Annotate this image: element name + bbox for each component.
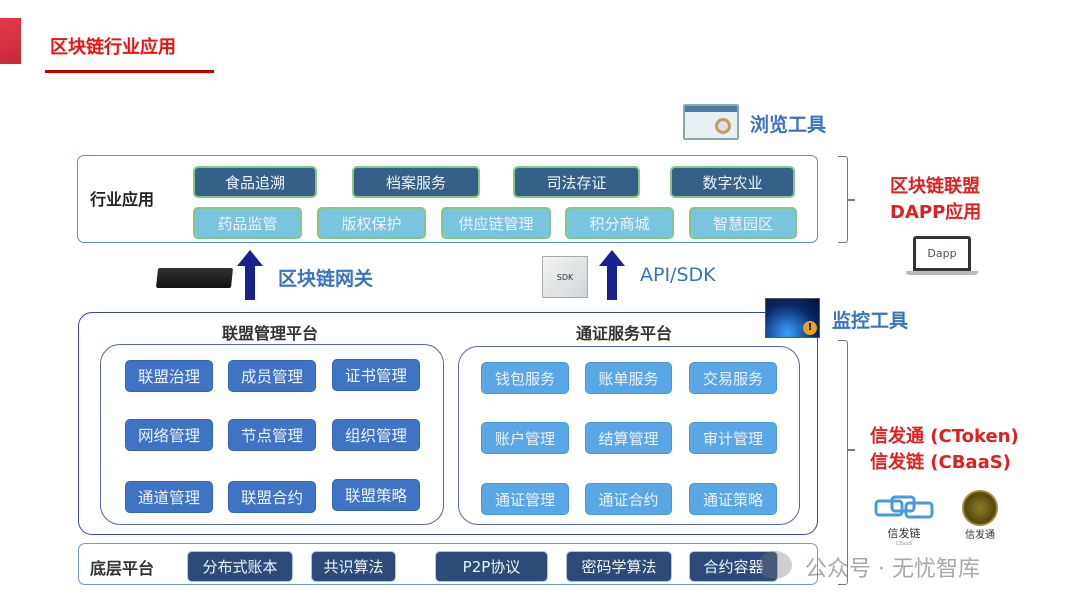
ctoken-logo: 信发通 (950, 490, 1010, 541)
bracket-tip (848, 199, 855, 201)
browser-tool-label: 浏览工具 (750, 114, 827, 136)
gateway-label: 区块链网关 (278, 268, 374, 290)
industry-application-panel (77, 155, 818, 243)
industry-item[interactable]: 食品追溯 (193, 166, 317, 198)
page-title: 区块链行业应用 (50, 37, 176, 58)
base-platform-panel (78, 543, 818, 585)
server-icon (155, 268, 234, 288)
alliance-item[interactable]: 组织管理 (332, 419, 420, 451)
industry-item[interactable]: 智慧园区 (689, 207, 797, 239)
browser-tool-icon (683, 104, 739, 140)
industry-item[interactable]: 档案服务 (352, 166, 480, 198)
base-item[interactable]: 合约容器 (689, 551, 778, 582)
industry-item[interactable]: 版权保护 (317, 207, 426, 239)
title-underline (45, 70, 214, 73)
alliance-item[interactable]: 联盟策略 (332, 479, 420, 511)
monitor-tool-icon: ! (765, 298, 820, 338)
base-item[interactable]: 密码学算法 (566, 551, 672, 582)
header-accent-bar (0, 18, 21, 64)
bracket-top (838, 156, 848, 243)
laptop-icon: Dapp (913, 236, 971, 271)
cbaas-logo: 信发链 CBaaS (873, 495, 935, 547)
laptop-base (906, 271, 978, 275)
token-item[interactable]: 钱包服务 (481, 362, 569, 394)
platform-panel (78, 312, 818, 535)
token-item[interactable]: 通证策略 (689, 483, 777, 515)
alliance-item[interactable]: 成员管理 (228, 360, 316, 392)
alliance-item[interactable]: 节点管理 (228, 419, 316, 451)
token-item[interactable]: 结算管理 (585, 422, 672, 454)
base-item[interactable]: 共识算法 (311, 551, 396, 582)
alliance-item[interactable]: 联盟治理 (125, 360, 213, 392)
dapp-screen-text: Dapp (927, 247, 957, 260)
token-item[interactable]: 审计管理 (689, 422, 777, 454)
token-title: 通证服务平台 (576, 324, 673, 343)
cbaas-logo-text: 信发链 (887, 527, 921, 540)
base-label: 底层平台 (90, 559, 155, 578)
alliance-item[interactable]: 联盟合约 (228, 481, 316, 513)
sdk-box-icon: SDK (542, 256, 588, 298)
token-item[interactable]: 交易服务 (689, 362, 777, 394)
alliance-title: 联盟管理平台 (222, 324, 319, 343)
token-item[interactable]: 通证管理 (481, 483, 569, 515)
alliance-item[interactable]: 网络管理 (125, 419, 213, 451)
token-panel (458, 346, 800, 525)
alliance-item[interactable]: 通道管理 (125, 481, 213, 513)
dapp-label-line1: 区块链联盟 (890, 176, 980, 197)
up-arrow-icon (599, 250, 625, 300)
token-item[interactable]: 账户管理 (481, 422, 569, 454)
industry-label: 行业应用 (90, 190, 155, 209)
cbaas-label: 信发链 (CBaaS) (870, 452, 1011, 473)
industry-item[interactable]: 药品监管 (193, 207, 302, 239)
up-arrow-icon (237, 250, 263, 300)
base-item[interactable]: P2P协议 (435, 551, 548, 582)
monitor-tool-label: 监控工具 (832, 310, 909, 332)
cbaas-logo-sub: CBaaS (895, 541, 913, 547)
industry-item[interactable]: 供应链管理 (441, 207, 551, 239)
token-item[interactable]: 账单服务 (585, 362, 672, 394)
ctoken-logo-text: 信发通 (965, 530, 995, 541)
base-item[interactable]: 分布式账本 (187, 551, 293, 582)
sdk-box-text: SDK (556, 272, 574, 282)
industry-item[interactable]: 积分商城 (565, 207, 674, 239)
dapp-label-line2: DAPP应用 (890, 202, 982, 223)
api-sdk-label: API/SDK (640, 264, 716, 286)
watermark: 公众号 · 无忧智库 (805, 557, 980, 582)
industry-item[interactable]: 司法存证 (513, 166, 640, 198)
industry-item[interactable]: 数字农业 (670, 166, 795, 198)
alliance-item[interactable]: 证书管理 (332, 359, 420, 391)
alliance-panel (100, 344, 444, 525)
bracket-bottom (838, 340, 848, 585)
wechat-watermark-icon (758, 551, 792, 579)
ctoken-label: 信发通 (CToken) (870, 426, 1019, 447)
token-item[interactable]: 通证合约 (585, 483, 672, 515)
bracket-tip (848, 449, 855, 451)
